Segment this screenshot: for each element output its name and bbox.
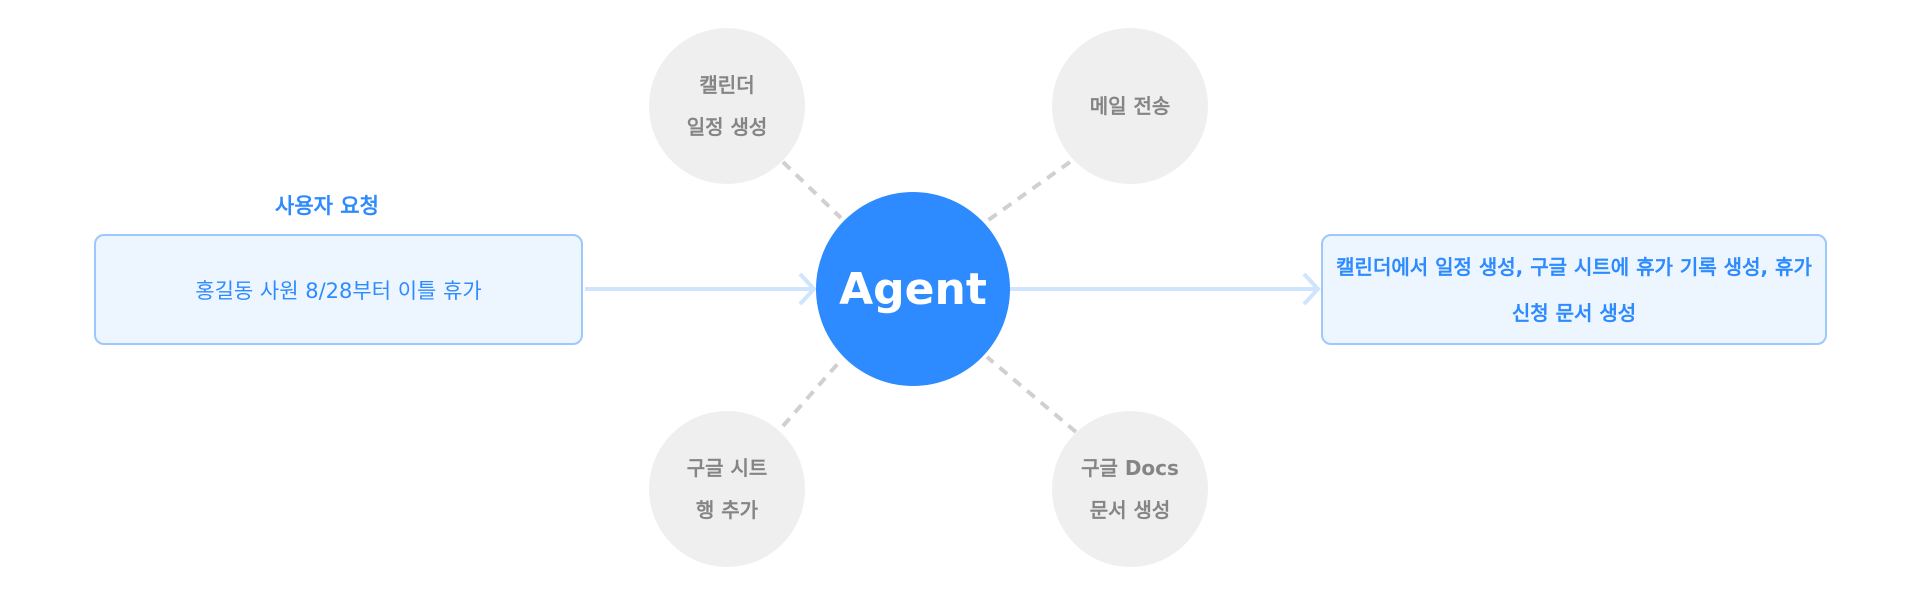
tool-sheets: 구글 시트 행 추가 [649, 411, 805, 567]
user-request-box: 홍길동 사원 8/28부터 이틀 휴가 [94, 234, 583, 345]
dashed-link-calendar [781, 160, 843, 220]
output-arrow-head [1302, 272, 1321, 306]
tool-calendar: 캘린더 일정 생성 [649, 28, 805, 184]
tool-docs-label: 구글 Docs 문서 생성 [1081, 456, 1179, 522]
tool-sheets-label: 구글 시트 행 추가 [686, 456, 768, 522]
agent-label: Agent [839, 263, 987, 315]
tool-docs: 구글 Docs 문서 생성 [1052, 411, 1208, 567]
result-text: 캘린더에서 일정 생성, 구글 시트에 휴가 기록 생성, 휴가 신청 문서 생… [1336, 254, 1812, 325]
tool-calendar-label: 캘린더 일정 생성 [686, 73, 768, 139]
dashed-link-sheets [781, 358, 843, 428]
result-box: 캘린더에서 일정 생성, 구글 시트에 휴가 기록 생성, 휴가 신청 문서 생… [1321, 234, 1827, 345]
user-request-text: 홍길동 사원 8/28부터 이틀 휴가 [195, 278, 482, 303]
dashed-link-docs [985, 355, 1078, 434]
input-title: 사용자 요청 [275, 194, 379, 218]
input-arrow-head [798, 272, 817, 306]
tool-mail: 메일 전송 [1052, 28, 1208, 184]
dashed-link-mail [985, 160, 1072, 223]
tool-mail-label: 메일 전송 [1089, 94, 1171, 118]
agent-node: Agent [816, 192, 1010, 386]
